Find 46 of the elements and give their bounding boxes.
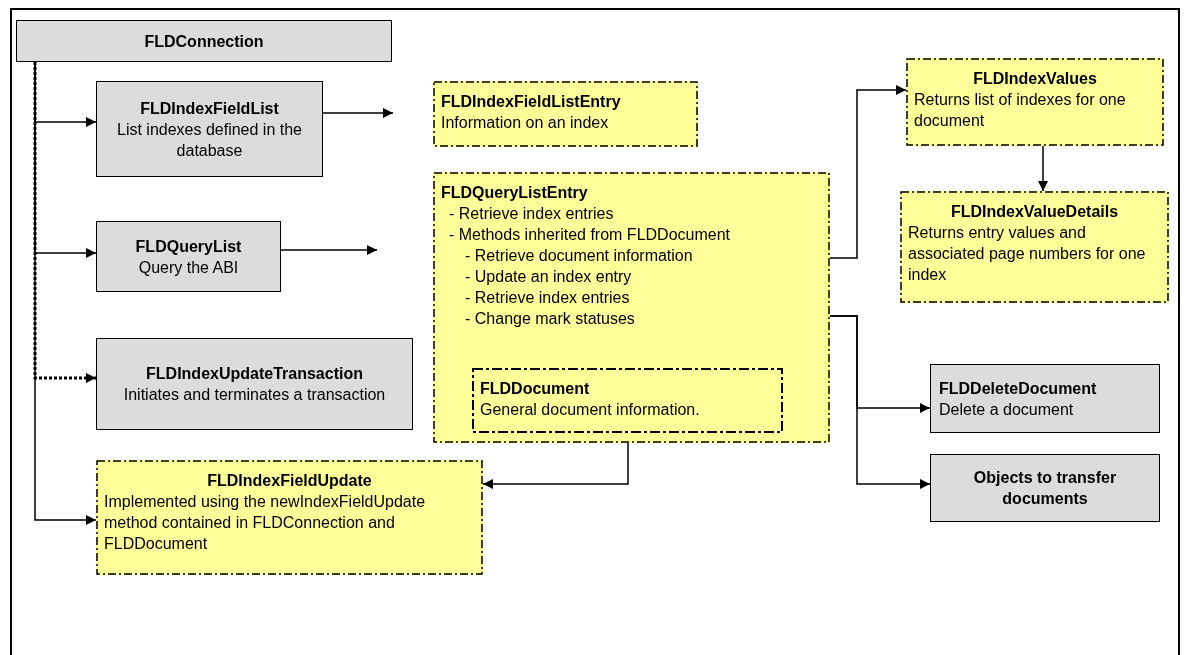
class-note-box [433, 81, 698, 147]
method-item: - Retrieve index entries [448, 204, 615, 224]
class-description: Query the ABI [137, 257, 240, 278]
class-description: General document information. [480, 400, 701, 420]
arrow [322, 108, 394, 118]
class-description: List indexes defined in the database [116, 119, 303, 161]
class-box [16, 20, 392, 62]
class-name: FLDIndexUpdateTransaction [145, 364, 364, 384]
class-name: FLDDocument [480, 379, 591, 399]
class-name: FLDIndexValues [972, 69, 1098, 89]
class-description: Returns entry values and associated page numbers for one index [908, 223, 1147, 285]
class-note-box [900, 191, 1169, 303]
class-description: Implemented using the newIndexFieldUpdate method contained in FLDConnection and FLDDocument [104, 492, 427, 554]
method-item: - Update an index entry [464, 267, 633, 287]
class-description: Returns list of indexes for one document [914, 90, 1127, 131]
method-item: - Retrieve index entries [464, 288, 631, 308]
arrow [829, 85, 907, 259]
arrow [829, 315, 931, 489]
class-note-box [96, 460, 483, 575]
class-name: FLDQueryListEntry [441, 183, 589, 203]
method-item: - Change mark statuses [464, 309, 636, 329]
class-name: FLDIndexFieldListEntry [441, 92, 622, 112]
class-name: Objects to transfer documents [972, 468, 1118, 509]
class-name: FLDQueryList [134, 236, 243, 257]
class-name: FLDIndexValueDetails [949, 202, 1120, 222]
class-note-box [906, 58, 1164, 146]
class-note-box [472, 368, 783, 433]
method-item: - Methods inherited from FLDDocument [448, 225, 731, 245]
class-description: Initiates and terminates a transaction [122, 385, 387, 405]
class-name: FLDDeleteDocument [939, 378, 1098, 399]
arrow [482, 442, 629, 489]
class-box [96, 81, 323, 177]
class-name: FLDConnection [143, 31, 265, 52]
class-description: Information on an index [441, 113, 610, 133]
class-box [96, 338, 413, 430]
arrow [33, 62, 96, 383]
arrow [1038, 145, 1048, 192]
method-item: - Retrieve document information [464, 246, 694, 266]
arrow [280, 245, 378, 255]
class-name: FLDIndexFieldUpdate [206, 471, 373, 491]
class-box [930, 454, 1160, 522]
class-box [930, 364, 1160, 433]
class-name: FLDIndexFieldList [139, 98, 280, 119]
class-box [96, 221, 281, 292]
class-description: Delete a document [939, 399, 1075, 420]
class-note-box [433, 172, 830, 443]
